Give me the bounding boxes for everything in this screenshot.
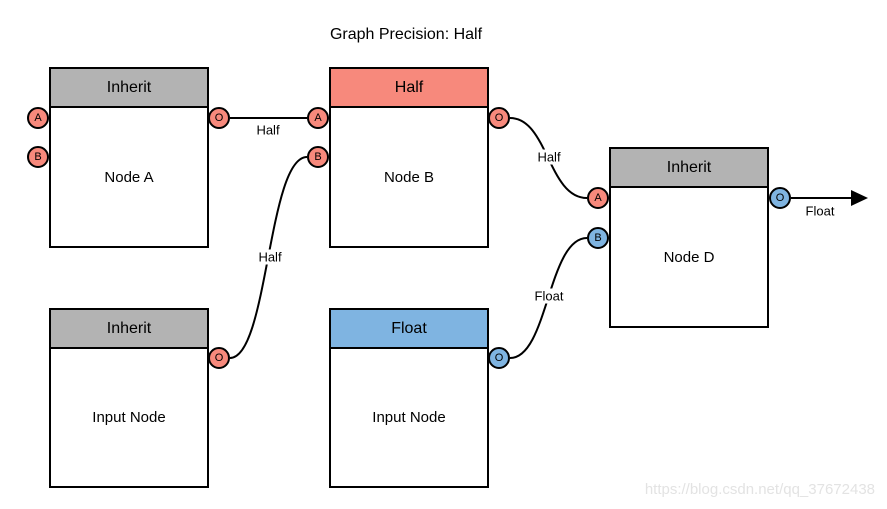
node-a-port-o: O bbox=[208, 107, 230, 129]
node-a: Inherit Node A bbox=[49, 67, 209, 248]
node-d-port-o: O bbox=[769, 187, 791, 209]
input-node-left-label: Input Node bbox=[92, 409, 166, 426]
node-a-header: Inherit bbox=[51, 69, 207, 108]
input-node-left-port-o: O bbox=[208, 347, 230, 369]
node-a-port-a: A bbox=[27, 107, 49, 129]
edge-label-output: Float bbox=[803, 203, 837, 219]
input-node-middle-port-o: O bbox=[488, 347, 510, 369]
node-d-label: Node D bbox=[663, 248, 715, 266]
input-node-middle-label: Input Node bbox=[372, 409, 446, 426]
node-b-label: Node B bbox=[383, 168, 435, 186]
node-d-header: Inherit bbox=[611, 149, 767, 188]
input-node-left: Inherit Input Node bbox=[49, 308, 209, 488]
edge-label-a-to-b: Half bbox=[254, 122, 282, 138]
node-d: Inherit Node D bbox=[609, 147, 769, 328]
node-d-port-b: B bbox=[587, 227, 609, 249]
watermark-text: https://blog.csdn.net/qq_37672438 bbox=[644, 481, 875, 498]
edge-label-inputmiddle-to-d: Float bbox=[532, 288, 566, 304]
input-node-middle-header: Float bbox=[331, 310, 487, 349]
node-b-header: Half bbox=[331, 69, 487, 108]
node-b-port-o: O bbox=[488, 107, 510, 129]
edge-label-inputleft-to-b: Half bbox=[256, 249, 284, 265]
input-node-left-header: Inherit bbox=[51, 310, 207, 349]
node-b: Half Node B bbox=[329, 67, 489, 248]
output-arrowhead-icon bbox=[851, 190, 868, 206]
input-node-middle: Float Input Node bbox=[329, 308, 489, 488]
node-d-port-a: A bbox=[587, 187, 609, 209]
edge-label-b-to-d: Half bbox=[535, 149, 563, 165]
node-b-port-a: A bbox=[307, 107, 329, 129]
node-a-label: Node A bbox=[104, 168, 154, 186]
diagram-title: Graph Precision: Half bbox=[329, 26, 483, 43]
node-b-port-b: B bbox=[307, 146, 329, 168]
node-a-port-b: B bbox=[27, 146, 49, 168]
